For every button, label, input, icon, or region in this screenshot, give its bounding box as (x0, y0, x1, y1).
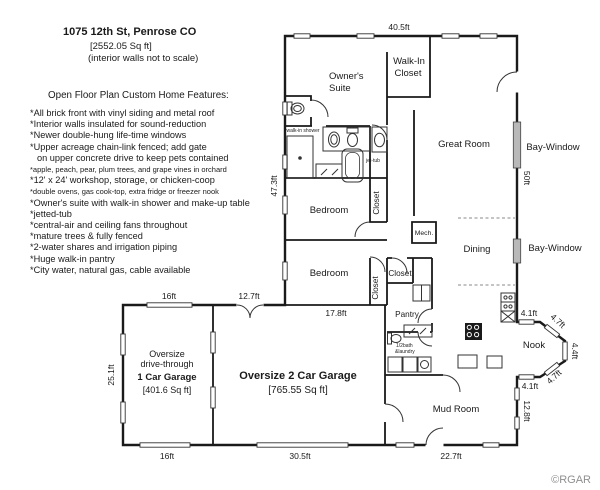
cooktop (465, 323, 482, 340)
feature-item: *Interior walls insulated for sound-redu… (30, 119, 207, 130)
washer (387, 356, 403, 373)
property-sqft: [2552.05 Sq ft] (90, 41, 152, 52)
label-jet-tub: jet-tub (365, 158, 380, 164)
dim-garage-left: 25.1ft (106, 364, 116, 386)
feature-item: *jetted-tub (30, 208, 72, 219)
laundry-fixtures (387, 284, 433, 373)
washer (402, 356, 418, 373)
feature-item: *mature trees & fully fenced (30, 231, 143, 242)
garage1-sqft: [401.6 Sq ft] (143, 385, 192, 395)
label-bay-window-lower: Bay-Window (528, 243, 581, 254)
exterior-walls (121, 34, 567, 447)
room-label-walk-in-closet: Closet (395, 68, 422, 79)
sink (374, 132, 385, 148)
kitchen-island (486, 355, 503, 369)
label-bay-window-upper: Bay-Window (526, 142, 579, 153)
room-label-walk-in-closet: Walk-In (393, 56, 425, 67)
dryer (417, 356, 432, 373)
label-walk-in-shower: walk-in shower (286, 128, 319, 134)
scale-note: (interior walls not to scale) (88, 53, 199, 64)
room-label-mech: Mech. (415, 230, 434, 237)
shower-stall (286, 135, 314, 179)
owners-bath-fixtures (286, 101, 388, 183)
bay-window-markers (512, 121, 522, 264)
laundry-counter (403, 324, 433, 338)
feature-item: *Owner's suite with walk-in shower and m… (30, 197, 250, 208)
dim-nook-bottom: 4.1ft (522, 381, 539, 391)
shower-drain (298, 156, 302, 160)
room-label-mud-room: Mud Room (433, 404, 480, 415)
label-half-bath: 1/2bath (396, 343, 413, 349)
room-label-great-room: Great Room (438, 139, 490, 150)
dim-mudroom-bottom: 22.7ft (440, 451, 462, 461)
garage2-label: Oversize 2 Car Garage (239, 370, 356, 382)
sink (328, 131, 340, 148)
room-label-bedroom-1: Bedroom (310, 205, 349, 216)
watermark: ©RGAR (551, 474, 591, 486)
dim-nook-top: 4.1ft (521, 308, 538, 318)
feature-item: *double ovens, gas cook-top, extra fridg… (30, 187, 219, 197)
room-label-closet-1: Closet (372, 191, 381, 215)
feature-item: *12' x 24' workshop, storage, or chicken… (30, 175, 215, 186)
kitchen-fixtures (457, 292, 516, 369)
dryer-door (420, 360, 429, 369)
door-arcs (236, 71, 518, 446)
toilet-bowl (347, 133, 358, 147)
features-list: *All brick front with vinyl siding and m… (30, 108, 284, 276)
dim-garage2-bottom: 30.5ft (289, 451, 311, 461)
toilet-bowl (390, 334, 402, 343)
dim-left: 47.3ft (269, 175, 279, 197)
toilet-bowl (290, 102, 305, 115)
room-label-hall-closet: Closet (388, 269, 412, 278)
dim-garage1-top: 16ft (162, 291, 177, 301)
property-address: 1075 12th St, Penrose CO (63, 26, 197, 38)
room-label-dining: Dining (464, 244, 491, 255)
feature-item: *2-water shares and irrigation piping (30, 242, 178, 253)
feature-item: *City water, natural gas, cable availabl… (30, 264, 191, 275)
windows (120, 33, 568, 448)
room-label-pantry: Pantry (395, 310, 420, 319)
feature-item: *All brick front with vinyl siding and m… (30, 108, 215, 118)
label-laundry: &laundry (395, 349, 415, 355)
feature-item: *Newer double-hung life-time windows (30, 130, 187, 141)
dim-right: 50ft (522, 171, 532, 186)
vanity-counter (371, 126, 388, 153)
garage1-label: 1 Car Garage (137, 372, 196, 383)
feature-item: *apple, peach, pear, plum trees, and gra… (30, 165, 227, 175)
room-label-closet-2: Closet (371, 276, 380, 300)
room-label-owners-suite: Suite (329, 83, 351, 94)
dim-top: 40.5ft (388, 22, 410, 32)
room-label-nook: Nook (523, 340, 545, 351)
dim-bedroom-bottom: 17.8ft (325, 308, 347, 318)
toilet-tank (286, 101, 293, 116)
feature-item: *Huge walk-in pantry (30, 253, 115, 264)
makeup-table (315, 163, 343, 179)
garage1-label: Oversize (149, 349, 185, 359)
feature-item: *central-air and ceiling fans throughout (30, 220, 188, 231)
room-label-owners-suite: Owner's (329, 71, 364, 82)
jetted-tub (341, 148, 364, 183)
garage2-sqft: [765.55 Sq ft] (268, 385, 328, 396)
room-divider-dashed (458, 217, 515, 286)
dim-breezeway: 12.7ft (238, 291, 260, 301)
garage1-label: drive-through (140, 359, 193, 369)
features-heading: Open Floor Plan Custom Home Features: (48, 90, 229, 101)
feature-item: *Upper acreage chain-link fenced; add ga… (30, 141, 229, 163)
dim-nook-mid: 4.4ft (570, 343, 580, 360)
door-gaps (236, 71, 520, 448)
room-label-bedroom-2: Bedroom (310, 268, 349, 279)
toilet-tank (346, 127, 359, 134)
kitchen-island (457, 354, 478, 369)
prep-cabinet (500, 310, 516, 323)
dim-mudroom-right: 12.8ft (522, 400, 532, 422)
interior-walls (212, 36, 443, 445)
vanity-counter (322, 126, 371, 152)
dim-garage1-bottom: 16ft (160, 451, 175, 461)
